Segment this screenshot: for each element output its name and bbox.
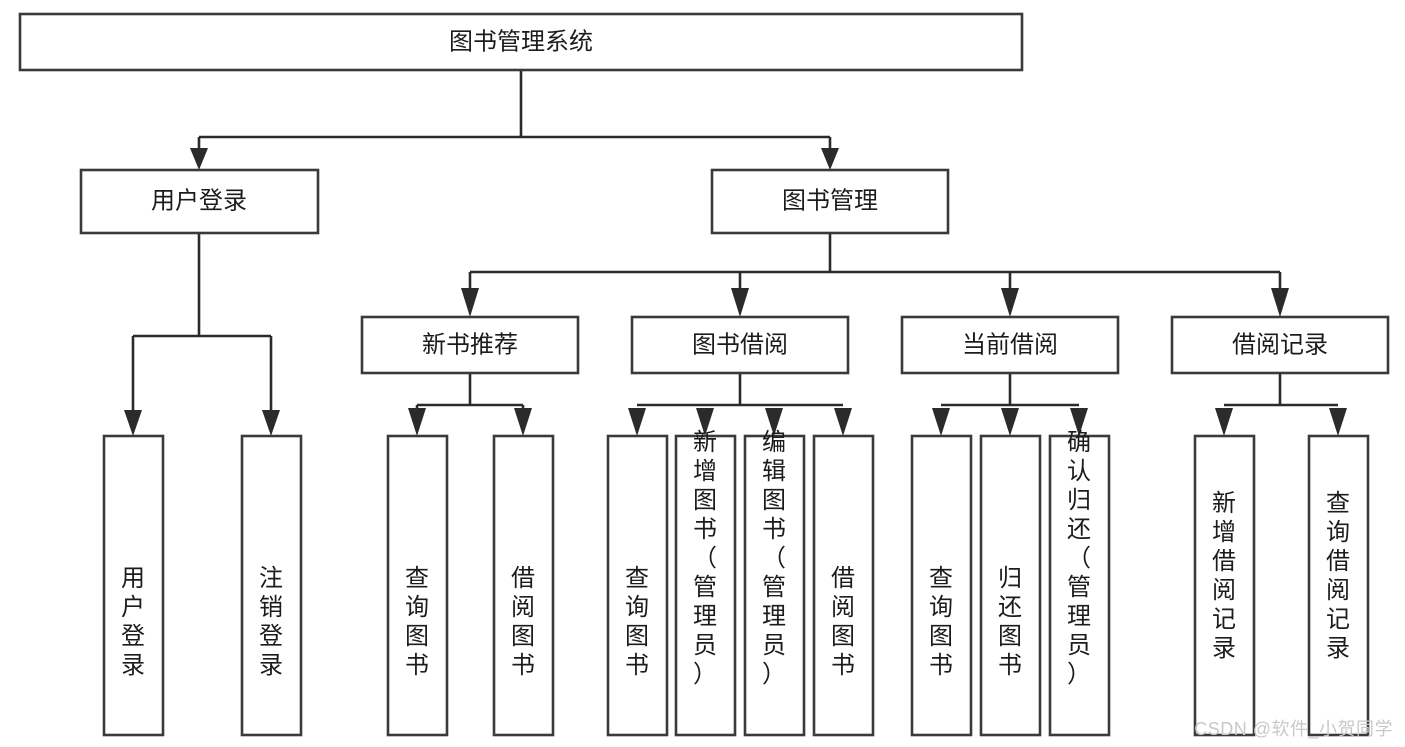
arrow-br-to-query	[1329, 408, 1347, 436]
leaf-bb-borrow-book[interactable]: 借阅图书	[812, 434, 875, 737]
leaf-br-query-record[interactable]: 查询借阅记录	[1307, 434, 1370, 737]
arrow-bm-to-newbook	[461, 288, 479, 317]
leaf-bb-query-book-box[interactable]	[606, 434, 669, 737]
leaf-bb-edit-book-label: 编辑图书（管理员）	[762, 429, 786, 688]
leaf-user-login-box[interactable]	[102, 434, 165, 737]
leaf-cb-return-book-label: 归还图书	[998, 565, 1022, 679]
node-borrow-record-label: 借阅记录	[1232, 331, 1328, 358]
node-book-management-label: 图书管理	[782, 187, 878, 214]
node-new-book-recommend-box[interactable]	[360, 315, 580, 375]
node-current-borrow[interactable]: 当前借阅	[900, 315, 1120, 375]
leaf-user-login-label: 用户登录	[121, 565, 145, 679]
leaf-bb-borrow-book-label: 借阅图书	[831, 565, 855, 679]
arrow-root-to-user-login	[190, 148, 208, 170]
leaf-br-add-record-label: 新增借阅记录	[1212, 490, 1236, 662]
leaf-bb-borrow-book-box[interactable]	[812, 434, 875, 737]
arrow-bb-to-query	[628, 408, 646, 436]
leaf-cb-confirm-return-label: 确认归还（管理员）	[1067, 429, 1091, 688]
node-current-borrow-label: 当前借阅	[962, 331, 1058, 358]
node-root-label: 图书管理系统	[449, 28, 593, 55]
arrow-ul-to-login	[124, 410, 142, 436]
arrow-cb-to-return	[1001, 408, 1019, 436]
leaf-nb-borrow-book-box[interactable]	[492, 434, 555, 737]
leaf-cb-query-book-label: 查询图书	[929, 565, 953, 679]
leaf-br-query-record-label: 查询借阅记录	[1326, 490, 1350, 662]
arrow-root-to-book-mgmt	[821, 148, 839, 170]
node-current-borrow-box[interactable]	[900, 315, 1120, 375]
arrow-ul-to-logout	[262, 410, 280, 436]
node-new-book-recommend[interactable]: 新书推荐	[360, 315, 580, 375]
node-user-login-box[interactable]	[79, 168, 320, 235]
leaf-br-query-record-box[interactable]	[1307, 434, 1370, 737]
node-borrow-record[interactable]: 借阅记录	[1170, 315, 1390, 375]
leaf-bb-edit-book[interactable]: 编辑图书（管理员）	[743, 429, 806, 737]
connector-layer	[124, 70, 1347, 436]
node-book-borrow-box[interactable]	[630, 315, 850, 375]
leaf-nb-query-book[interactable]: 查询图书	[386, 434, 449, 737]
leaf-cb-confirm-return-box[interactable]	[1048, 434, 1111, 737]
leaf-bb-add-book-label: 新增图书（管理员）	[693, 429, 717, 688]
leaf-nb-query-book-label: 查询图书	[405, 565, 429, 679]
leaf-bb-add-book-box[interactable]	[674, 434, 737, 737]
arrow-bb-to-add	[696, 408, 714, 436]
leaf-cb-query-book-box[interactable]	[910, 434, 973, 737]
node-root-box[interactable]	[18, 12, 1024, 72]
arrow-bm-to-bookborrow	[731, 288, 749, 317]
node-book-borrow-label: 图书借阅	[692, 331, 788, 358]
node-root[interactable]: 图书管理系统	[18, 12, 1024, 72]
leaf-br-add-record[interactable]: 新增借阅记录	[1193, 434, 1256, 737]
leaf-user-login[interactable]: 用户登录	[102, 434, 165, 737]
leaf-br-add-record-box[interactable]	[1193, 434, 1256, 737]
leaf-nb-borrow-book[interactable]: 借阅图书	[492, 434, 555, 737]
arrow-cb-to-confirm	[1070, 408, 1088, 436]
leaf-bb-edit-book-box[interactable]	[743, 434, 806, 737]
node-book-management[interactable]: 图书管理	[710, 168, 950, 235]
arrow-nb-to-query	[408, 408, 426, 436]
arrow-bm-to-borrowrecord	[1271, 288, 1289, 317]
leaf-cb-return-book-box[interactable]	[979, 434, 1042, 737]
leaf-logout[interactable]: 注销登录	[240, 434, 303, 737]
leaf-cb-confirm-return[interactable]: 确认归还（管理员）	[1048, 429, 1111, 737]
node-book-management-box[interactable]	[710, 168, 950, 235]
arrow-bm-to-currentborrow	[1001, 288, 1019, 317]
leaf-bb-add-book[interactable]: 新增图书（管理员）	[674, 429, 737, 737]
arrow-nb-to-borrow	[514, 408, 532, 436]
leaf-logout-label: 注销登录	[259, 565, 283, 679]
leaf-logout-box[interactable]	[240, 434, 303, 737]
arrow-br-to-add	[1215, 408, 1233, 436]
arrow-bb-to-edit	[765, 408, 783, 436]
leaf-nb-borrow-book-label: 借阅图书	[511, 565, 535, 679]
node-user-login-label: 用户登录	[151, 187, 247, 214]
node-user-login[interactable]: 用户登录	[79, 168, 320, 235]
leaf-bb-query-book-label: 查询图书	[625, 565, 649, 679]
leaf-nb-query-book-box[interactable]	[386, 434, 449, 737]
node-borrow-record-box[interactable]	[1170, 315, 1390, 375]
node-book-borrow[interactable]: 图书借阅	[630, 315, 850, 375]
leaf-bb-query-book[interactable]: 查询图书	[606, 434, 669, 737]
arrow-cb-to-query	[932, 408, 950, 436]
arrow-bb-to-borrow	[834, 408, 852, 436]
leaf-cb-query-book[interactable]: 查询图书	[910, 434, 973, 737]
node-new-book-recommend-label: 新书推荐	[422, 331, 518, 358]
leaf-cb-return-book[interactable]: 归还图书	[979, 434, 1042, 737]
